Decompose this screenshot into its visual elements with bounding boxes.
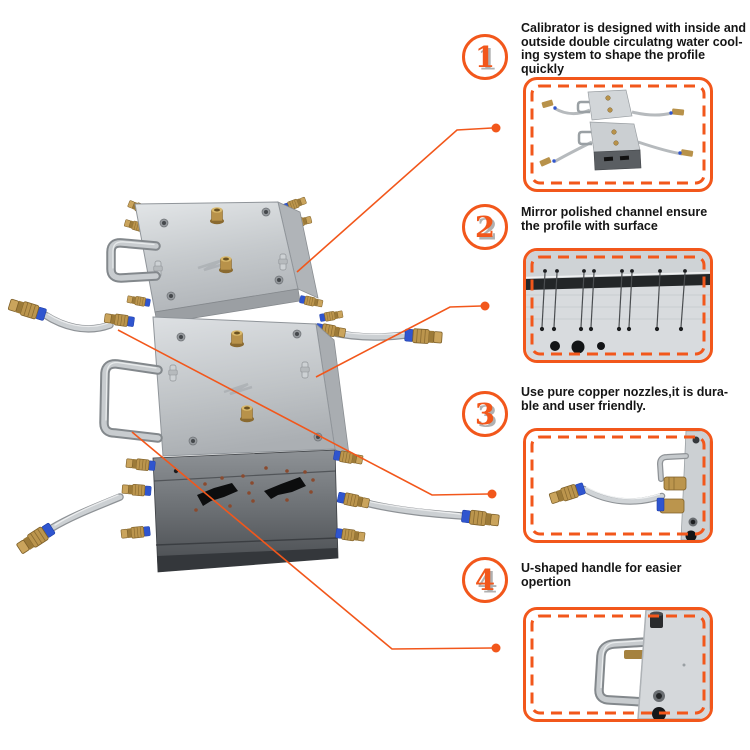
text-line: U-shaped handle for easier bbox=[521, 561, 682, 575]
callout-leader-lines bbox=[117, 123, 501, 653]
water-tube-lower-left bbox=[14, 493, 124, 556]
die-opening-right bbox=[264, 477, 306, 499]
feature-2-photo-frame bbox=[523, 248, 713, 363]
leader-line-3 bbox=[117, 329, 489, 496]
leader-line-4 bbox=[131, 431, 493, 650]
water-tube-lower-right bbox=[362, 499, 501, 528]
bolt-dots bbox=[194, 466, 315, 512]
brass-fitting-icon bbox=[548, 482, 586, 504]
feature-1-description: Calibrator is designed with inside and o… bbox=[521, 21, 747, 76]
brass-fitting-icon bbox=[334, 527, 366, 543]
brass-fitting-icon bbox=[7, 296, 48, 323]
channel-hole bbox=[571, 340, 585, 354]
brass-fitting-icon bbox=[125, 457, 156, 472]
engraved-logo bbox=[197, 259, 225, 272]
brass-fitting-icon bbox=[14, 521, 57, 556]
upper-calibrator-block bbox=[123, 195, 324, 325]
feature-3-number-badge: 3 bbox=[462, 391, 508, 437]
leader-dot-4 bbox=[491, 643, 501, 653]
text-line: the profile with surface bbox=[521, 218, 658, 233]
calibrator-overview-photo bbox=[530, 84, 706, 185]
feature-4-number-badge: 4 bbox=[462, 557, 508, 603]
feature-2-description: Mirror polished channel ensure the profi… bbox=[521, 205, 747, 233]
brass-fitting-icon bbox=[404, 327, 443, 346]
text-line: Use pure copper nozzles,it is dura- bbox=[521, 385, 728, 399]
copper-nozzle-icon bbox=[209, 206, 225, 225]
feature-2-number-badge: 2 bbox=[462, 204, 508, 250]
leader-dot-1 bbox=[491, 123, 501, 133]
brass-fitting-icon bbox=[120, 525, 151, 540]
feature-1-photo-frame bbox=[523, 77, 713, 192]
text-line: Mirror polished channel ensure bbox=[521, 205, 708, 219]
dashed-inner-border bbox=[530, 255, 706, 356]
leader-dot-3 bbox=[487, 489, 497, 499]
brass-fitting-icon bbox=[126, 294, 152, 308]
u-handle-photo bbox=[526, 610, 710, 719]
text-line: opertion bbox=[521, 574, 571, 589]
die-opening-left bbox=[197, 483, 238, 506]
channel-hole bbox=[550, 341, 560, 351]
polished-channel-photo bbox=[526, 251, 710, 360]
u-handle-lower bbox=[99, 359, 163, 443]
brass-fitting-icon bbox=[663, 476, 687, 491]
feature-3-photo-frame bbox=[523, 428, 713, 543]
text-line: ble and user friendly. bbox=[521, 398, 646, 413]
brass-fitting-icon bbox=[318, 309, 344, 323]
water-tube-upper-left bbox=[7, 296, 136, 333]
feature-4-photo-frame bbox=[523, 607, 713, 722]
channel-wires bbox=[541, 272, 686, 328]
brass-fitting-icon bbox=[298, 294, 324, 309]
copper-nozzle-photo bbox=[526, 431, 710, 540]
engraved-logo bbox=[223, 382, 253, 396]
text-line: Calibrator is designed with inside and bbox=[521, 21, 747, 35]
u-handle-upper bbox=[106, 238, 161, 283]
brass-fitting-icon bbox=[121, 483, 152, 497]
channel-wire-dots bbox=[539, 269, 687, 332]
dashed-inner-border bbox=[530, 614, 706, 715]
text-line: outside double circulatng water cool- bbox=[521, 34, 743, 49]
brass-fitting-icon bbox=[332, 449, 364, 466]
dashed-inner-border bbox=[530, 435, 706, 536]
copper-nozzle-icon bbox=[218, 255, 234, 274]
text-line: ing system to shape the profile quickly bbox=[521, 48, 706, 76]
copper-nozzle-icon bbox=[229, 329, 245, 348]
feature-4-description: U-shaped handle for easier opertion bbox=[521, 561, 747, 589]
leader-line-2 bbox=[315, 305, 482, 378]
leader-line-1 bbox=[296, 127, 493, 273]
dashed-inner-border bbox=[530, 84, 706, 185]
channel-hole bbox=[597, 342, 605, 350]
die-front-face bbox=[120, 449, 371, 573]
leader-dot-2 bbox=[480, 301, 490, 311]
brass-fitting-icon bbox=[624, 650, 646, 659]
feature-3-description: Use pure copper nozzles,it is dura- ble … bbox=[521, 385, 747, 413]
feature-1-number-badge: 1 bbox=[462, 34, 508, 80]
lower-calibrator-block bbox=[126, 294, 351, 463]
brass-fitting-icon bbox=[460, 508, 501, 528]
copper-nozzle-icon bbox=[239, 404, 255, 423]
brass-fitting-icon bbox=[336, 490, 371, 510]
